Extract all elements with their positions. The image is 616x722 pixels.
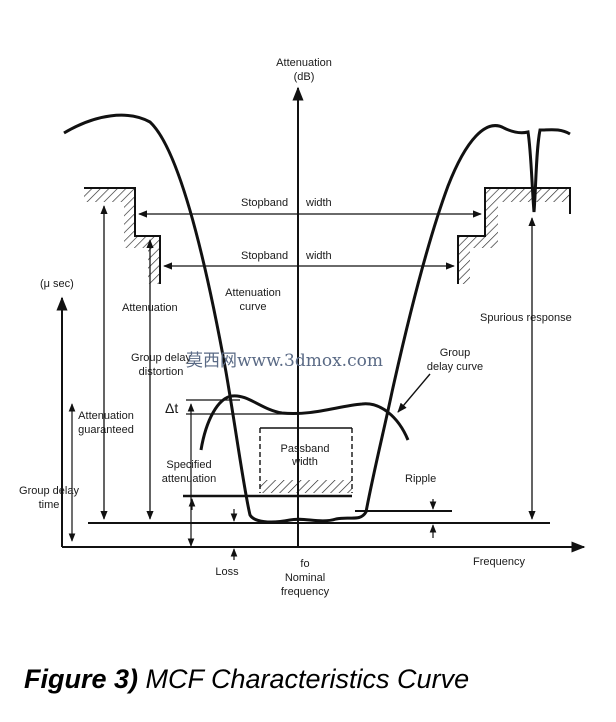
- ripple-label: Ripple: [405, 473, 436, 485]
- attenuation-curve-label: Attenuation: [225, 287, 281, 299]
- figure-caption-text: MCF Characteristics Curve: [138, 664, 470, 694]
- group-delay-curve-label-2: delay curve: [427, 361, 483, 373]
- delta-t-label: Δt: [165, 400, 178, 416]
- nominal-frequency-label-2: frequency: [281, 586, 330, 598]
- passband-width-label-2: width: [291, 456, 318, 468]
- loss-label: Loss: [215, 566, 239, 578]
- specified-attenuation-label-2: attenuation: [162, 473, 216, 485]
- attenuation-curve-label-2: curve: [240, 301, 267, 313]
- group-delay-time-label-2: time: [39, 499, 60, 511]
- group-delay-time-label: Group delay: [19, 485, 79, 497]
- mcf-characteristics-diagram: Attenuation (dB) Stopband width Stopband…: [19, 57, 586, 598]
- passband-mask: [259, 427, 353, 493]
- passband-width-label: Passband: [281, 443, 330, 455]
- attenuation-label: Attenuation: [122, 302, 178, 314]
- group-delay-distortion-label: Group delay: [131, 352, 191, 364]
- attenuation-guaranteed-label: Attenuation: [78, 410, 134, 422]
- frequency-label: Frequency: [473, 556, 525, 568]
- group-delay-curve: [199, 394, 410, 451]
- attenuation-guaranteed-label-2: guaranteed: [78, 424, 134, 436]
- stopband-width-outer-label-2: width: [305, 197, 332, 209]
- figure-caption-prefix: Figure 3): [24, 664, 139, 694]
- stopband-mask-left: [84, 187, 161, 284]
- group-delay-curve-pointer: [397, 373, 431, 413]
- attenuation-axis-label: Attenuation: [276, 57, 332, 69]
- stopband-mask-right: [457, 187, 571, 284]
- nominal-frequency-label: Nominal: [285, 572, 325, 584]
- figure-caption: Figure 3) MCF Characteristics Curve: [24, 664, 469, 695]
- specified-attenuation-label: Specified: [166, 459, 211, 471]
- attenuation-axis-unit: (dB): [294, 71, 315, 83]
- group-delay-curve-label: Group: [440, 347, 471, 359]
- stopband-width-inner-label-2: width: [305, 250, 332, 262]
- fo-label: fo: [300, 558, 309, 570]
- usec-label: (μ sec): [40, 278, 74, 290]
- group-delay-distortion-label-2: distortion: [139, 366, 184, 378]
- spurious-response-label: Spurious response: [480, 312, 572, 324]
- attenuation-curve: [63, 113, 571, 524]
- watermark: 莫西网www.3dmox.com: [186, 351, 383, 371]
- stopband-width-inner-label: Stopband: [241, 250, 288, 262]
- stopband-width-outer-label: Stopband: [241, 197, 288, 209]
